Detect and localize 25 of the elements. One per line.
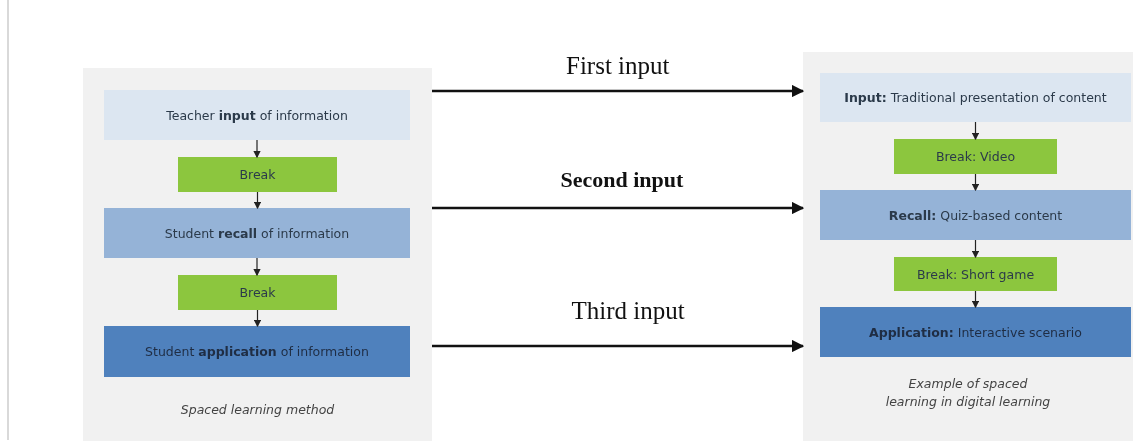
arrow	[253, 309, 262, 328]
arrow	[971, 290, 980, 309]
arrow	[432, 201, 805, 215]
arrow	[253, 139, 261, 159]
arrow	[971, 173, 980, 192]
process-box: Input: Traditional presentation of content	[820, 73, 1131, 122]
diagram-panel	[803, 52, 1133, 441]
break-box: Break: Video	[894, 139, 1057, 174]
arrow	[971, 239, 980, 259]
process-box: Recall: Quiz-based content	[820, 190, 1131, 240]
arrow	[253, 191, 262, 210]
panel-caption: Spaced learning method	[179, 401, 336, 419]
diagram-panel	[83, 68, 432, 441]
panel-caption: Example of spaced learning in digital learning	[884, 375, 1052, 412]
arrow	[432, 84, 805, 98]
arrow	[253, 257, 261, 277]
break-box: Break: Short game	[894, 257, 1057, 291]
process-box: Student application of information	[104, 326, 410, 377]
process-box: Student recall of information	[104, 208, 410, 258]
process-box: Teacher input of information	[104, 90, 410, 140]
break-box: Break	[178, 275, 337, 310]
arrow	[971, 121, 980, 141]
arrow	[432, 339, 805, 353]
process-box: Application: Interactive scenario	[820, 307, 1131, 357]
break-box: Break	[178, 157, 337, 192]
